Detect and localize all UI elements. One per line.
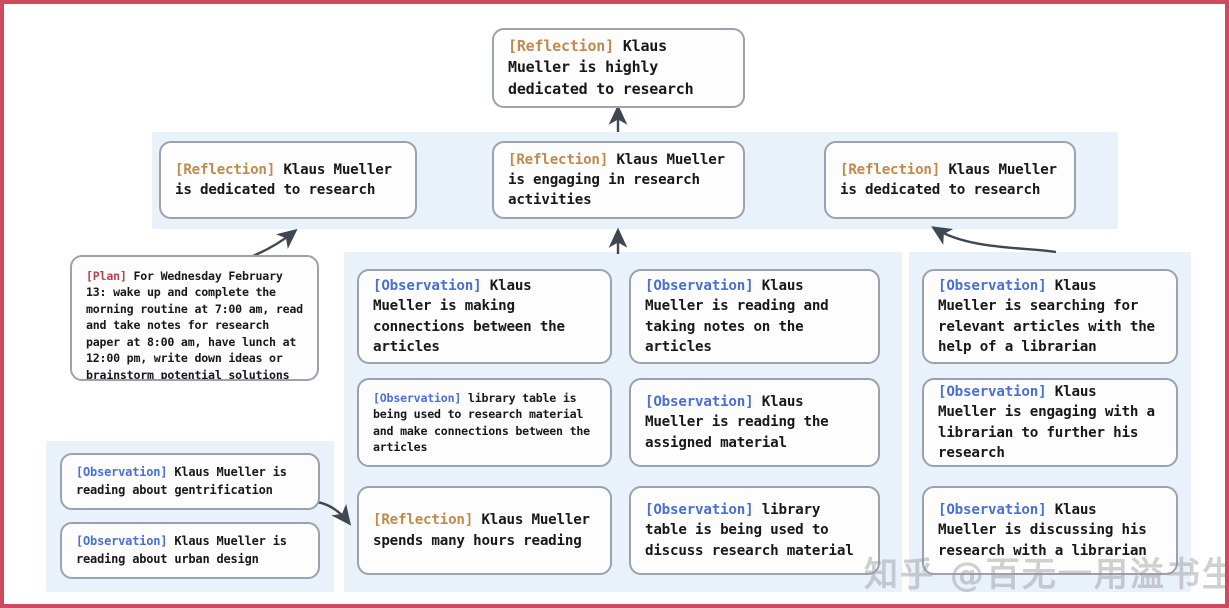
tag-reflection: [Reflection]: [508, 37, 614, 56]
node-text: Klaus Mueller is discussing his research…: [938, 502, 1147, 559]
arrow-obs3-to-reflection-right: [931, 226, 1057, 254]
tag-observation: [Observation]: [76, 534, 168, 549]
node-text: library table is being used to discuss r…: [645, 502, 854, 559]
node-text: Klaus Mueller spends many hours reading: [373, 512, 590, 549]
node-col3-2[interactable]: [Observation] Klaus Mueller is engaging …: [922, 378, 1178, 467]
node-col2-2[interactable]: [Observation] Klaus Mueller is reading t…: [629, 378, 880, 467]
node-text: library table is being used to research …: [373, 390, 590, 454]
node-text: Klaus Mueller is reading and taking note…: [645, 278, 829, 355]
node-col3-1[interactable]: [Observation] Klaus Mueller is searching…: [922, 269, 1178, 364]
node-col1-1[interactable]: [Observation] Klaus Mueller is making co…: [357, 269, 612, 364]
tag-reflection: [Reflection]: [508, 151, 609, 168]
node-text: Klaus Mueller is reading the assigned ma…: [645, 394, 829, 451]
node-text: Klaus Mueller is engaging with a librari…: [938, 384, 1155, 461]
node-plan[interactable]: [Plan] For Wednesday February 13: wake u…: [70, 255, 319, 381]
node-col1-3[interactable]: [Reflection] Klaus Mueller spends many h…: [357, 486, 612, 575]
node-text: Klaus Mueller is engaging in research ac…: [508, 151, 725, 209]
tag-observation: [Observation]: [373, 278, 482, 295]
node-text: Klaus Mueller is dedicated to research: [175, 161, 392, 198]
node-col3-3[interactable]: [Observation] Klaus Mueller is discussin…: [922, 486, 1178, 575]
tag-reflection: [Reflection]: [373, 512, 474, 529]
node-col2-3[interactable]: [Observation] library table is being use…: [629, 486, 880, 575]
tag-observation: [Observation]: [373, 390, 462, 405]
node-col2-1[interactable]: [Observation] Klaus Mueller is reading a…: [629, 269, 880, 364]
tag-observation: [Observation]: [938, 502, 1047, 519]
node-mid-reflection-left[interactable]: [Reflection] Klaus Mueller is dedicated …: [159, 141, 417, 219]
tag-observation: [Observation]: [645, 278, 754, 295]
node-mid-reflection-right[interactable]: [Reflection] Klaus Mueller is dedicated …: [824, 141, 1076, 219]
tag-observation: [Observation]: [645, 394, 754, 411]
node-text: Klaus Mueller is making connections betw…: [373, 278, 565, 355]
tag-reflection: [Reflection]: [840, 161, 941, 178]
tag-observation: [Observation]: [938, 278, 1047, 295]
node-text: Klaus Mueller is searching for relevant …: [938, 278, 1155, 355]
node-text: Klaus Mueller is reading about gentrific…: [76, 465, 287, 497]
tag-observation: [Observation]: [76, 465, 168, 480]
node-top-reflection[interactable]: [Reflection] Klaus Mueller is highly ded…: [492, 28, 745, 108]
node-text: For Wednesday February 13: wake up and c…: [86, 269, 303, 381]
tag-plan: [Plan]: [86, 269, 127, 283]
tag-reflection: [Reflection]: [175, 161, 276, 178]
node-text: Klaus Mueller is highly dedicated to res…: [508, 37, 694, 98]
node-obs-bottomleft-2[interactable]: [Observation] Klaus Mueller is reading a…: [60, 522, 320, 579]
node-col1-2[interactable]: [Observation] library table is being use…: [357, 378, 612, 467]
node-mid-reflection-center[interactable]: [Reflection] Klaus Mueller is engaging i…: [492, 141, 745, 219]
tag-observation: [Observation]: [938, 384, 1047, 401]
tag-observation: [Observation]: [645, 502, 754, 519]
node-obs-bottomleft-1[interactable]: [Observation] Klaus Mueller is reading a…: [60, 453, 320, 510]
node-text: Klaus Mueller is reading about urban des…: [76, 534, 287, 566]
node-text: Klaus Mueller is dedicated to research: [840, 161, 1057, 198]
